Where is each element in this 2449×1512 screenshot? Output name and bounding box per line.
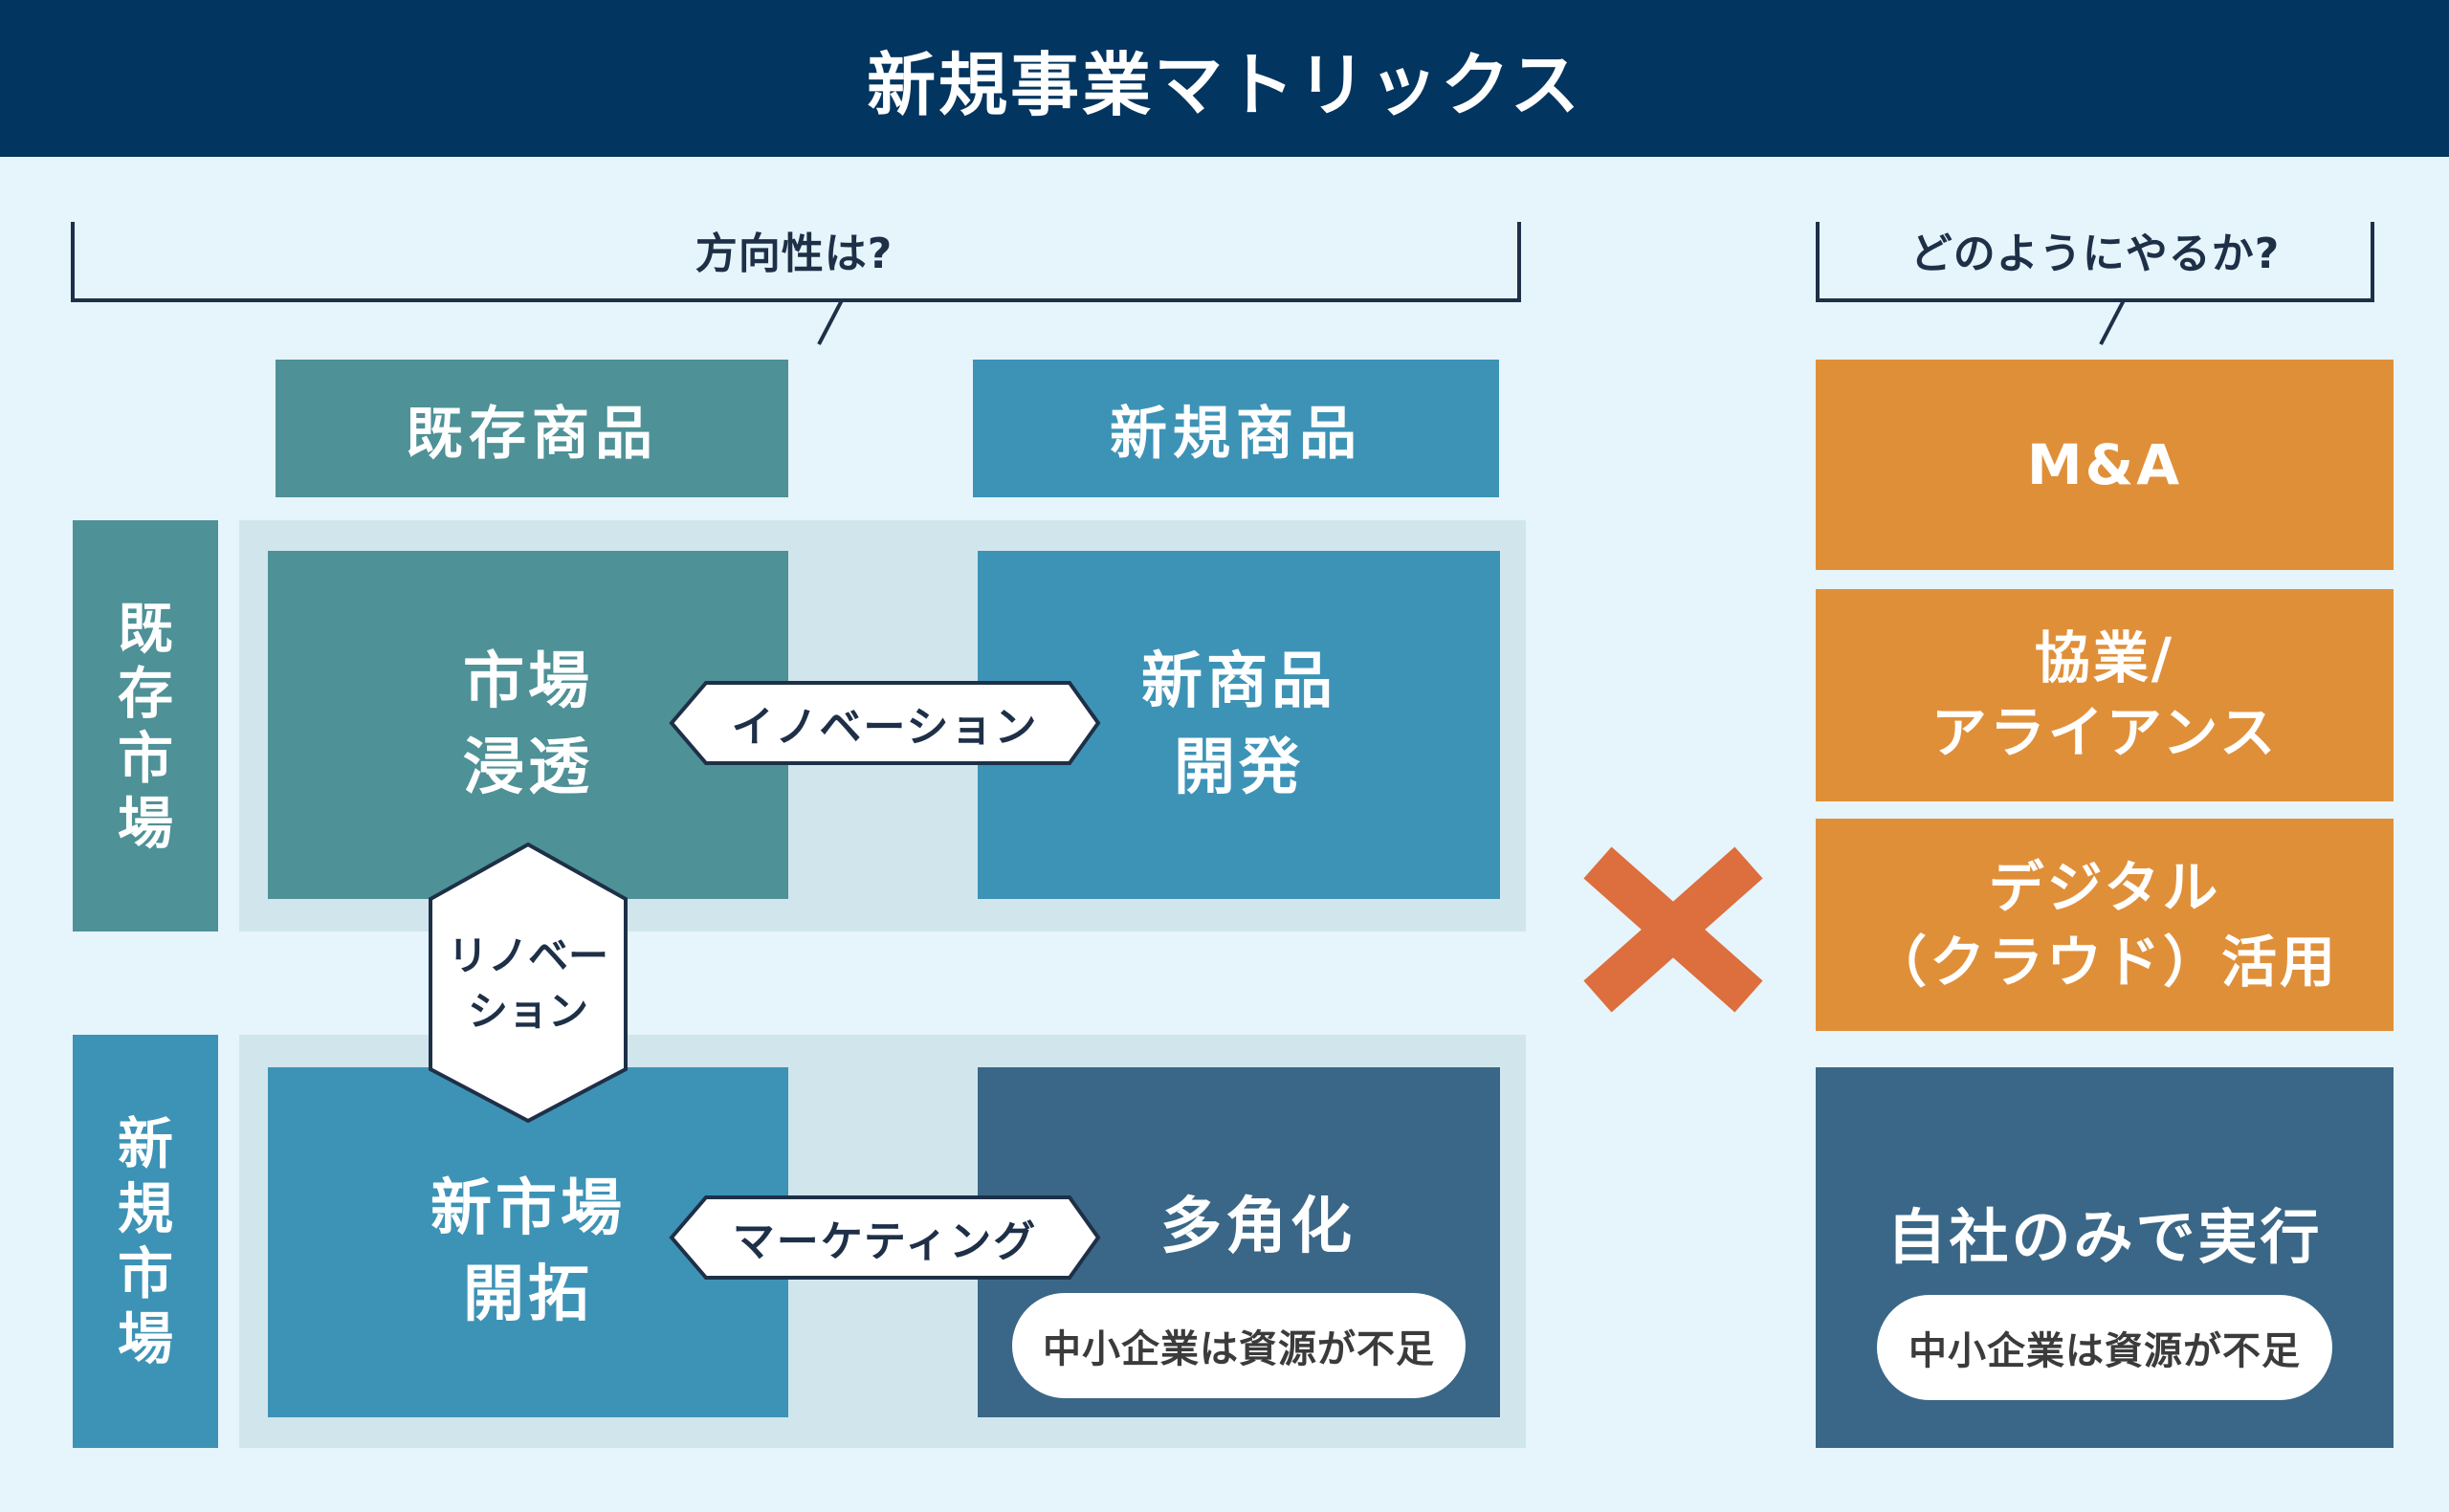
row-header-new-market: 新規市場 [73, 1035, 218, 1448]
column-header-label: 新規商品 [1110, 400, 1362, 468]
title-bar: 新規事業マトリックス [0, 0, 2449, 157]
resource-note-pill: 中小企業は資源が不足 [1012, 1293, 1466, 1398]
method-mna: M&A [1816, 360, 2394, 570]
cell-label: 新商品 開発 [1141, 646, 1336, 803]
cell-new-market-development: 新市場 開拓 [268, 1067, 788, 1417]
method-label: 自社のみで実行 [1886, 1202, 2323, 1272]
column-header-new-product: 新規商品 [973, 360, 1499, 497]
column-header-existing-product: 既存商品 [276, 360, 788, 497]
marketing-label: マーケティング [732, 1217, 1038, 1266]
method-label: 協業/ アライアンス [1931, 625, 2279, 765]
resource-note-text: 中小企業は資源が不足 [1908, 1329, 2301, 1373]
method-label: デジタル （クラウド）活用 [1870, 855, 2338, 995]
method-alliance: 協業/ アライアンス [1816, 589, 2394, 801]
row-header-label: 新規市場 [117, 1111, 173, 1371]
direction-bracket [71, 222, 2374, 345]
row-header-existing-market: 既存市場 [73, 520, 218, 931]
page-title: 新規事業マトリックス [867, 44, 1582, 125]
cell-label: 市場 浸透 [463, 646, 593, 803]
resource-note-pill: 中小企業は資源が不足 [1877, 1295, 2332, 1400]
innovation-label: イノベーション [731, 703, 1039, 752]
method-digital: デジタル （クラウド）活用 [1816, 819, 2394, 1031]
cell-label: 多角化 [1160, 1192, 1356, 1262]
column-header-label: 既存商品 [406, 400, 658, 468]
cross-icon [1583, 846, 1763, 1013]
direction-question: 方向性は? [695, 230, 894, 278]
row-header-label: 既存市場 [117, 596, 173, 856]
method-question: どのようにやるか? [1909, 230, 2281, 278]
cell-label: 新市場 開拓 [430, 1173, 626, 1330]
method-label: M&A [2026, 432, 2183, 497]
renovation-label: リノベー ション [447, 932, 608, 1035]
cell-diversification: 多角化 中小企業は資源が不足 [978, 1067, 1500, 1417]
method-in-house: 自社のみで実行 中小企業は資源が不足 [1816, 1067, 2394, 1448]
resource-note-text: 中小企業は資源が不足 [1043, 1327, 1435, 1371]
